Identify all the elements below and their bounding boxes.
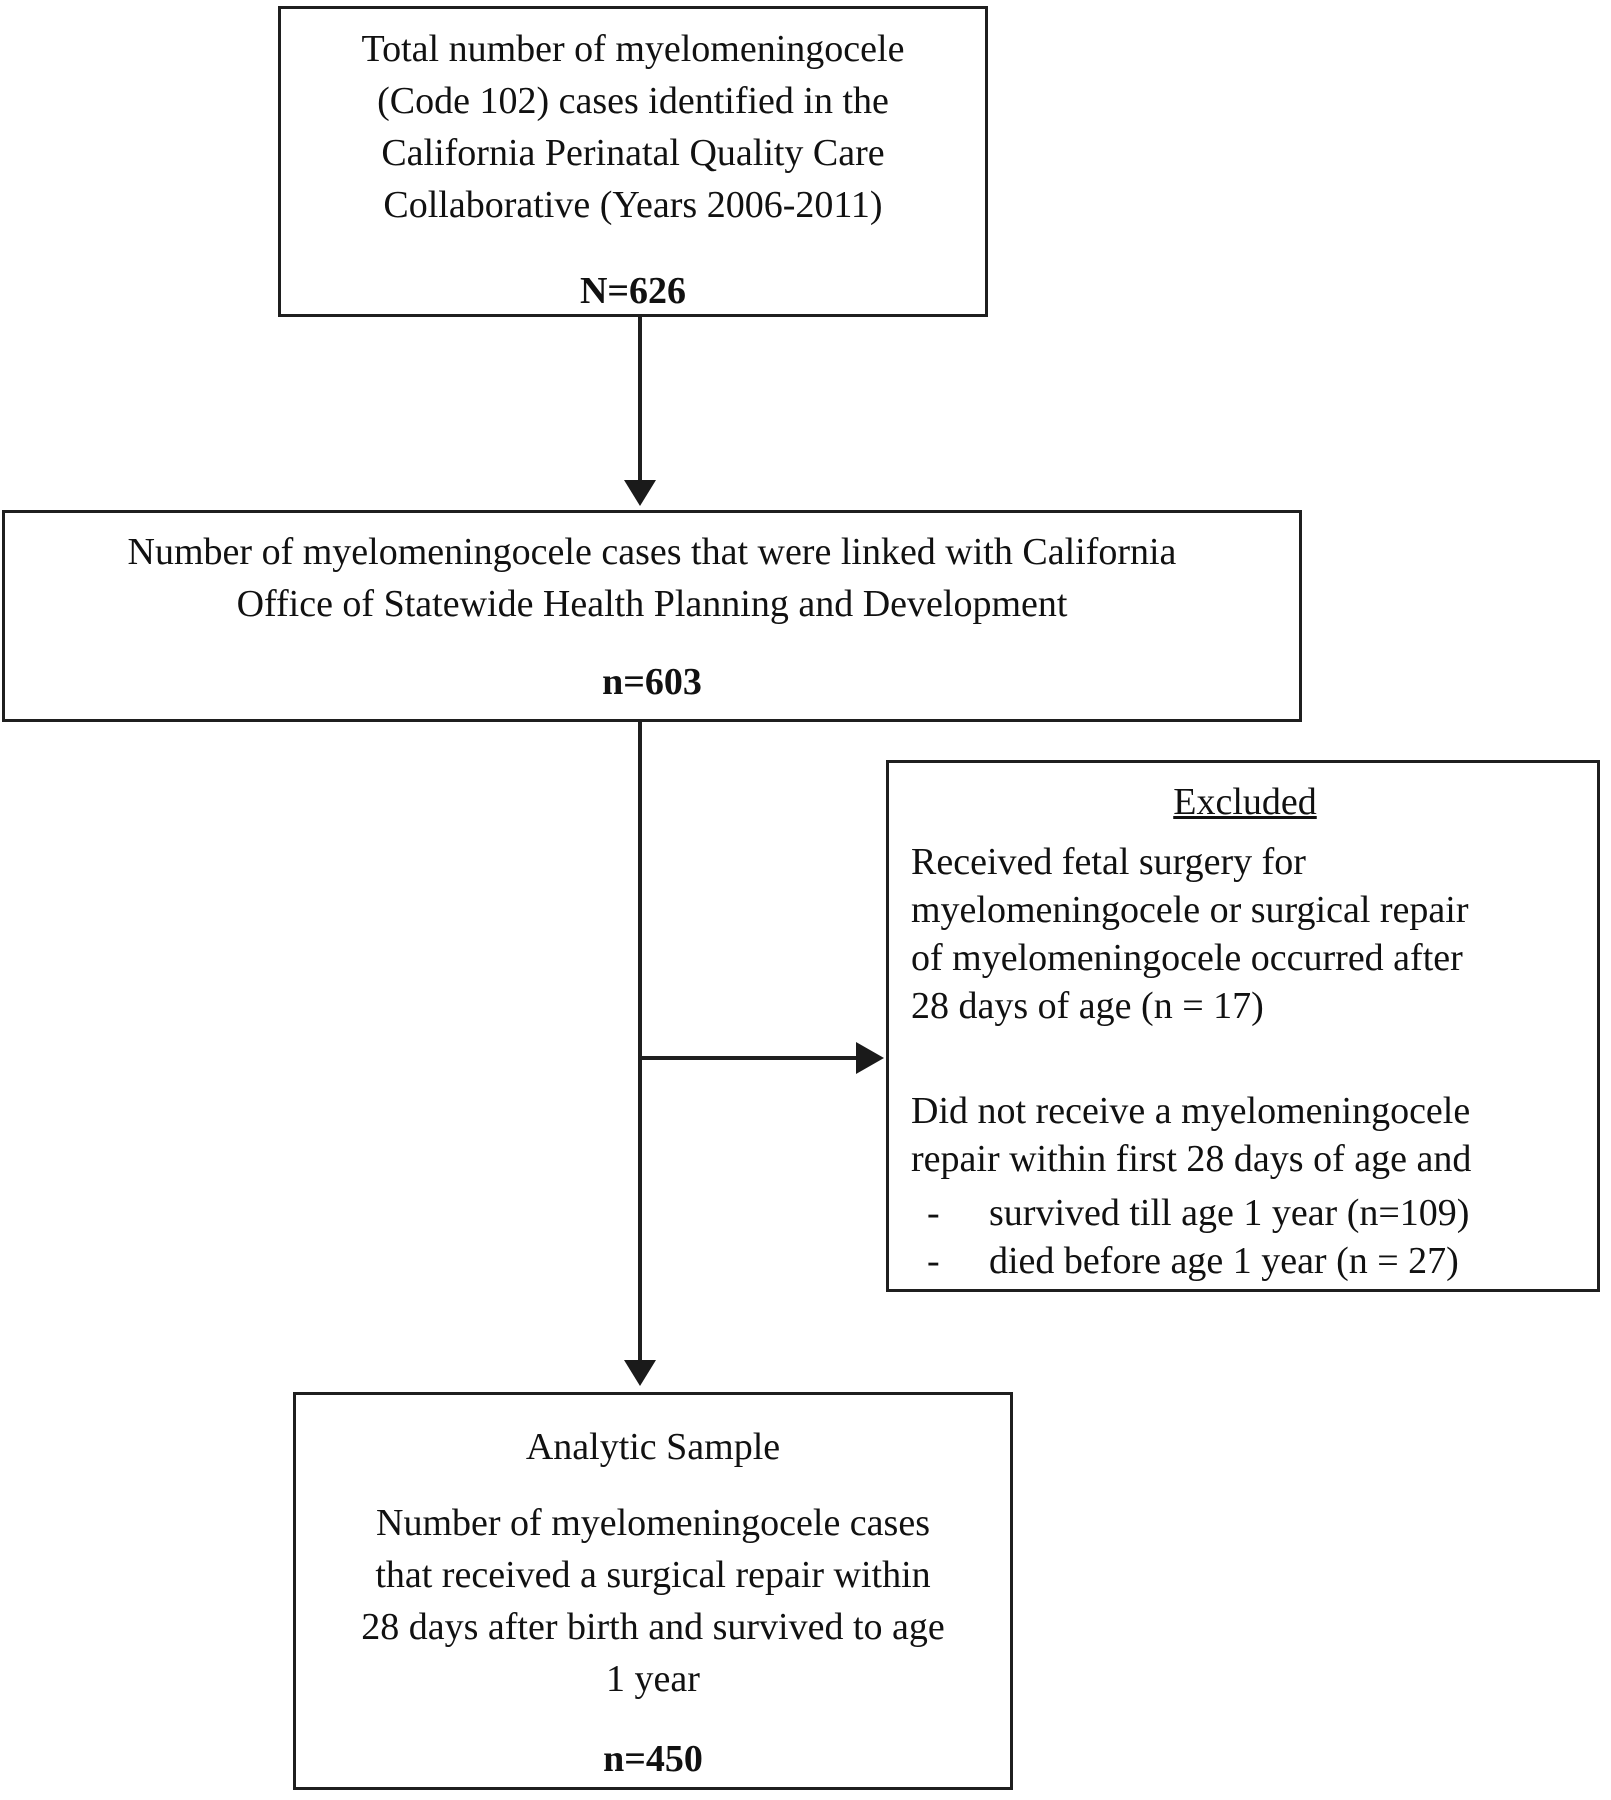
box-analytic-sample: Analytic Sample Number of myelomeningoce… <box>293 1392 1013 1790</box>
analytic-line: 1 year <box>606 1658 700 1700</box>
bullet-dash: - <box>927 1240 940 1282</box>
box-total-line: (Code 102) cases identified in the <box>377 80 889 122</box>
excluded-reason-1: Received fetal surgery for myelomeningoc… <box>911 838 1579 1030</box>
excluded-reason-line: 28 days of age (n = 17) <box>911 985 1264 1027</box>
excluded-bullet-item: - died before age 1 year (n = 27) <box>911 1237 1579 1285</box>
box-linked-line: Number of myelomeningocele cases that we… <box>127 531 1177 573</box>
connector-line-main <box>638 722 642 1360</box>
box-linked-count: n=603 <box>602 661 702 703</box>
arrowhead-down-icon <box>624 1360 656 1386</box>
excluded-reason-line: Did not receive a myelomeningocele <box>911 1090 1471 1132</box>
bullet-text: survived till age 1 year (n=109) <box>989 1192 1470 1234</box>
excluded-title: Excluded <box>1173 781 1317 823</box>
excluded-bullet-item: - survived till age 1 year (n=109) <box>911 1189 1579 1237</box>
connector-line-branch <box>640 1056 858 1060</box>
arrowhead-right-icon <box>856 1042 884 1074</box>
analytic-line: 28 days after birth and survived to age <box>361 1606 945 1648</box>
bullet-text: died before age 1 year (n = 27) <box>989 1240 1459 1282</box>
excluded-reason-line: repair within first 28 days of age and <box>911 1138 1472 1180</box>
analytic-count: n=450 <box>603 1738 703 1780</box>
analytic-line: that received a surgical repair within <box>375 1554 931 1596</box>
excluded-reason-line: of myelomeningocele occurred after <box>911 937 1463 979</box>
box-total-cases: Total number of myelomeningocele (Code 1… <box>278 6 988 317</box>
excluded-reason-2: Did not receive a myelomeningocele repai… <box>911 1087 1579 1183</box>
box-total-line: Total number of myelomeningocele <box>361 28 905 70</box>
box-total-line: Collaborative (Years 2006-2011) <box>383 184 883 226</box>
analytic-line: Number of myelomeningocele cases <box>376 1502 930 1544</box>
excluded-bullet-list: - survived till age 1 year (n=109) - die… <box>911 1189 1579 1285</box>
excluded-reason-line: Received fetal surgery for <box>911 841 1306 883</box>
box-total-line: California Perinatal Quality Care <box>381 132 885 174</box>
arrowhead-down-icon <box>624 480 656 506</box>
analytic-body: Number of myelomeningocele cases that re… <box>296 1497 1010 1705</box>
box-excluded: Excluded Received fetal surgery for myel… <box>886 760 1600 1292</box>
box-total-count: N=626 <box>579 270 687 312</box>
connector-line-top <box>638 317 642 480</box>
bullet-dash: - <box>927 1192 940 1234</box>
box-linked-line: Office of Statewide Health Planning and … <box>236 583 1068 625</box>
box-linked-cases: Number of myelomeningocele cases that we… <box>2 510 1302 722</box>
excluded-reason-line: myelomeningocele or surgical repair <box>911 889 1469 931</box>
analytic-title: Analytic Sample <box>525 1426 781 1468</box>
